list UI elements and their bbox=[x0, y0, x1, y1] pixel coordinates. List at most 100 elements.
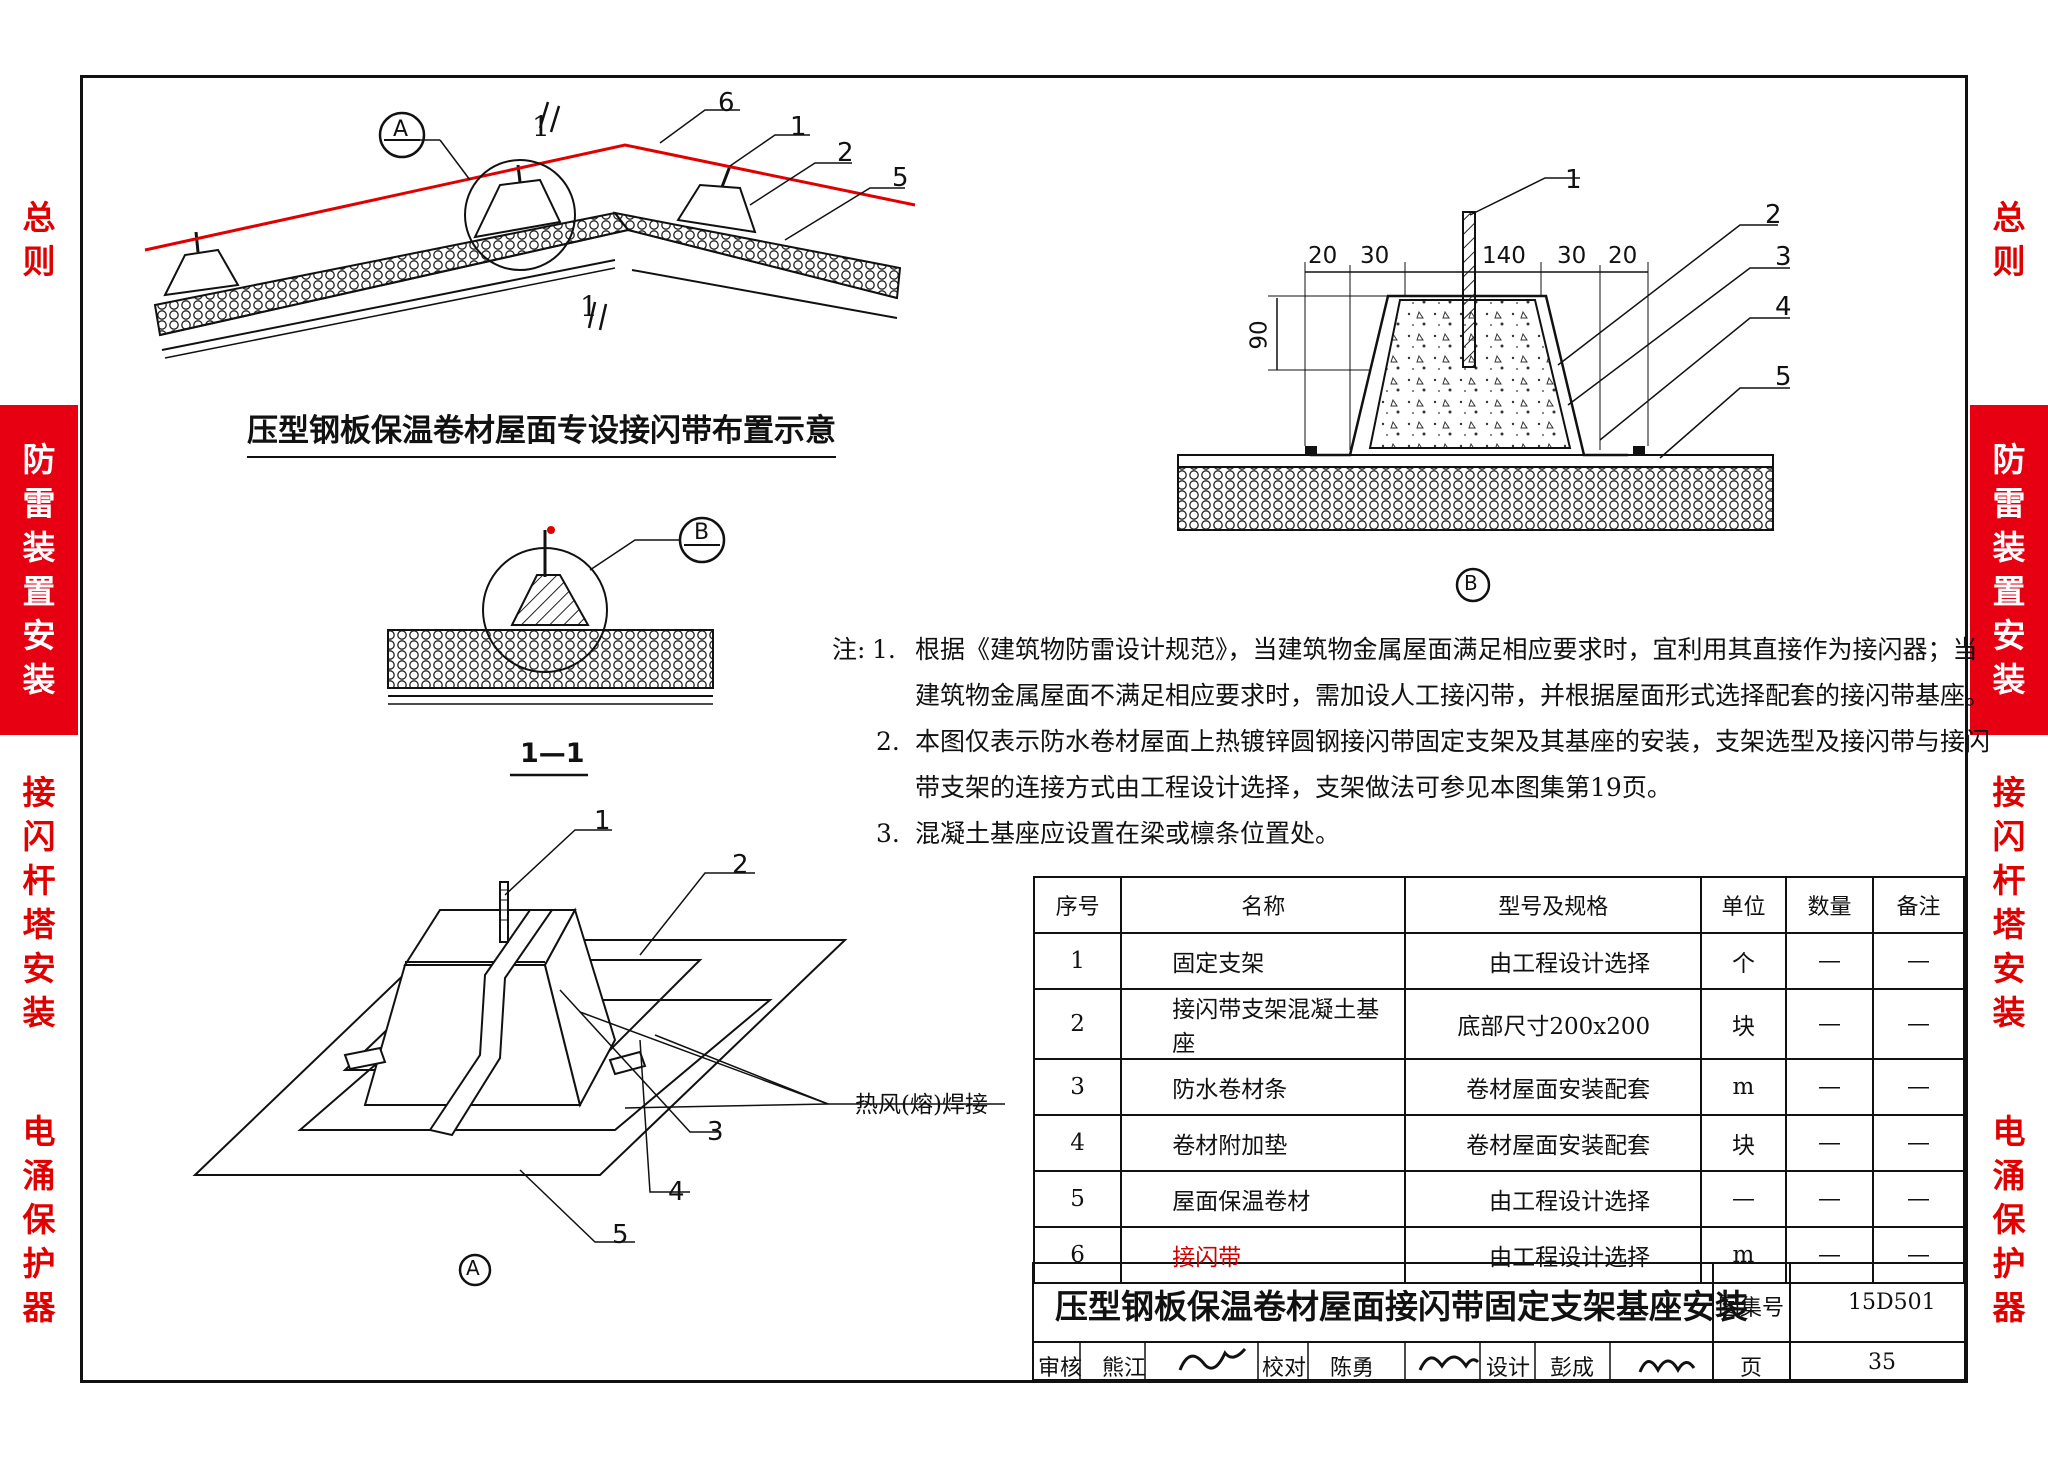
check-name: 陈勇 bbox=[1330, 1356, 1375, 1381]
dim-140: 140 bbox=[1482, 243, 1526, 269]
side-tab-4[interactable]: 电涌保护器 bbox=[0, 1060, 78, 1380]
side-tab-char: 涌 bbox=[1992, 1156, 2026, 1195]
side-tab-char: 装 bbox=[1992, 992, 2026, 1032]
side-tab-char: 涌 bbox=[22, 1156, 56, 1195]
table-cell: 由工程设计选择 bbox=[1404, 932, 1703, 990]
table-cell: — bbox=[1872, 988, 1965, 1060]
table-cell: 5 bbox=[1032, 1170, 1123, 1228]
note-line: 混凝土基座应设置在梁或檩条位置处。 bbox=[915, 819, 1341, 848]
table-cell: — bbox=[1872, 1226, 1965, 1284]
dim-30-left: 30 bbox=[1360, 243, 1390, 269]
detail-b-callout-3: 3 bbox=[1775, 242, 1792, 272]
note-line: 建筑物金属屋面不满足相应要求时，需加设人工接闪带，并根据屋面形式选择配套的接闪带… bbox=[915, 681, 1991, 710]
table-cell: 由工程设计选择 bbox=[1404, 1170, 1703, 1228]
detail-a-label: A bbox=[466, 1256, 480, 1280]
roof-membrane-sheet bbox=[192, 939, 848, 1176]
side-tab-char: 装 bbox=[1992, 528, 2026, 567]
side-tab-char: 雷 bbox=[22, 484, 56, 523]
concrete-base bbox=[1368, 299, 1572, 449]
atlas-label: 图集号 bbox=[1718, 1296, 1785, 1321]
section-mark-bottom: 1 bbox=[580, 290, 598, 323]
table-cell: 防水卷材条 bbox=[1120, 1058, 1407, 1116]
detail-a-callout-2: 2 bbox=[732, 850, 749, 880]
table-cell: — bbox=[1784, 1114, 1875, 1172]
notes-prefix: 注: bbox=[832, 635, 866, 664]
table-cell: 卷材屋面安装配套 bbox=[1404, 1058, 1703, 1116]
callout-6: 6 bbox=[718, 88, 735, 118]
note-number: 2. bbox=[876, 727, 900, 756]
table-cell: 1 bbox=[1032, 932, 1123, 990]
table-cell: — bbox=[1700, 1170, 1787, 1228]
side-tab-char: 装 bbox=[22, 528, 56, 567]
parts-header-cell: 单位 bbox=[1700, 876, 1787, 934]
side-tab-char: 则 bbox=[22, 242, 56, 281]
side-tab-char: 塔 bbox=[22, 904, 56, 944]
side-tab-char: 安 bbox=[22, 948, 56, 988]
table-cell: — bbox=[1784, 1058, 1875, 1116]
insulation-layer-right bbox=[612, 211, 902, 300]
support-bar bbox=[1462, 211, 1476, 368]
table-cell: 块 bbox=[1700, 988, 1787, 1060]
callout-2: 2 bbox=[837, 138, 854, 168]
parts-header-cell: 名称 bbox=[1120, 876, 1407, 934]
page-label: 页 bbox=[1740, 1356, 1763, 1381]
dim-30-right: 30 bbox=[1557, 243, 1587, 269]
table-cell: 6 bbox=[1032, 1226, 1123, 1284]
check-label: 校对 bbox=[1262, 1356, 1307, 1381]
side-tab-2[interactable]: 防雷装置安装 bbox=[1970, 405, 2048, 735]
table-cell: — bbox=[1784, 932, 1875, 990]
callout-5: 5 bbox=[892, 163, 909, 193]
side-tab-char: 接 bbox=[1992, 772, 2026, 812]
detail-a-callout-4: 4 bbox=[668, 1177, 685, 1207]
side-tab-char: 器 bbox=[22, 1288, 56, 1327]
table-cell: 接闪带支架混凝土基座 bbox=[1120, 988, 1407, 1060]
section-1-1-diagram bbox=[387, 516, 726, 777]
side-tab-4[interactable]: 电涌保护器 bbox=[1970, 1060, 2048, 1380]
side-tab-char: 护 bbox=[1992, 1244, 2026, 1283]
side-tab-char: 电 bbox=[1992, 1112, 2026, 1151]
side-tab-1[interactable]: 总则 bbox=[1970, 75, 2048, 405]
atlas-number: 15D501 bbox=[1848, 1290, 1936, 1315]
side-tab-char: 电 bbox=[22, 1112, 56, 1151]
air-termination-line bbox=[144, 143, 916, 252]
side-tab-char: 保 bbox=[22, 1200, 56, 1239]
detail-b-diagram bbox=[1177, 177, 1790, 603]
dim-20-left: 20 bbox=[1308, 243, 1338, 269]
side-tab-char: 保 bbox=[1992, 1200, 2026, 1239]
detail-b-marker-label: B bbox=[694, 520, 710, 545]
table-cell: 接闪带 bbox=[1120, 1226, 1407, 1284]
table-cell: 卷材附加垫 bbox=[1120, 1114, 1407, 1172]
design-name: 彭成 bbox=[1550, 1356, 1595, 1381]
table-cell: — bbox=[1872, 1058, 1965, 1116]
side-tab-2[interactable]: 防雷装置安装 bbox=[0, 405, 78, 735]
dim-90: 90 bbox=[1246, 320, 1273, 350]
side-tab-char: 杆 bbox=[1992, 860, 2026, 900]
table-cell: 3 bbox=[1032, 1058, 1123, 1116]
table-cell: — bbox=[1784, 988, 1875, 1060]
roof-layout-diagram bbox=[144, 101, 916, 359]
side-tab-3[interactable]: 接闪杆塔安装 bbox=[0, 740, 78, 1065]
roof-support-1 bbox=[163, 248, 240, 297]
page-number: 35 bbox=[1868, 1350, 1896, 1375]
table-cell: 2 bbox=[1032, 988, 1123, 1060]
table-cell: — bbox=[1784, 1226, 1875, 1284]
detail-a-callout-3: 3 bbox=[707, 1117, 724, 1147]
side-tab-3[interactable]: 接闪杆塔安装 bbox=[1970, 740, 2048, 1065]
note-number: 3. bbox=[876, 819, 900, 848]
detail-a-callout-5: 5 bbox=[612, 1220, 629, 1250]
table-cell: 屋面保温卷材 bbox=[1120, 1170, 1407, 1228]
side-tab-char: 雷 bbox=[1992, 484, 2026, 523]
side-tab-char: 护 bbox=[22, 1244, 56, 1283]
detail-a-diagram bbox=[192, 829, 1005, 1287]
table-cell: — bbox=[1872, 1170, 1965, 1228]
side-tab-1[interactable]: 总则 bbox=[0, 75, 78, 405]
side-tab-char: 塔 bbox=[1992, 904, 2026, 944]
note-line: 根据《建筑物防雷设计规范》，当建筑物金属屋面满足相应要求时，宜利用其直接作为接闪… bbox=[915, 635, 1978, 664]
side-tab-char: 装 bbox=[22, 992, 56, 1032]
detail-b-callout-5: 5 bbox=[1775, 362, 1792, 392]
